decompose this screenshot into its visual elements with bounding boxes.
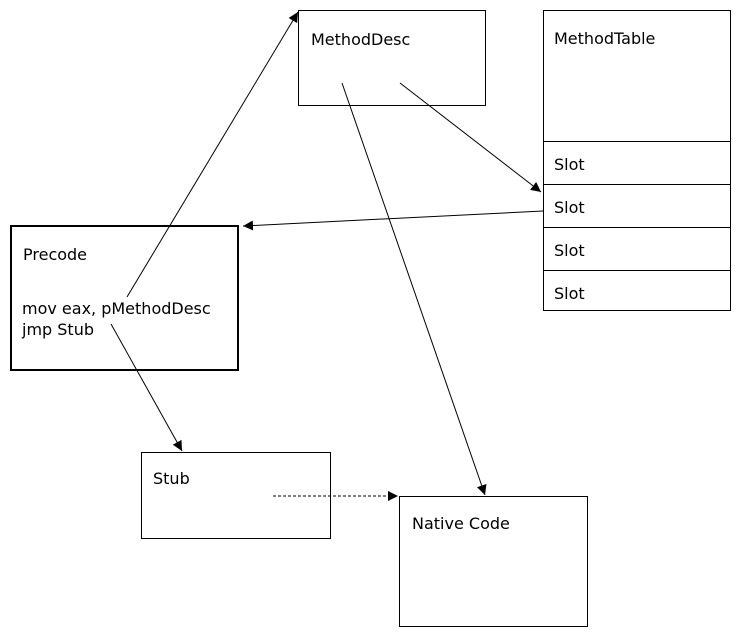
slot-label: Slot xyxy=(554,241,585,260)
method-desc-box: MethodDesc xyxy=(298,10,486,106)
slot-label: Slot xyxy=(554,284,585,303)
arrow-slot-to-precode xyxy=(242,210,544,231)
method-table-box: MethodTable Slot Slot Slot Slot xyxy=(543,10,731,311)
precode-box: Precode mov eax, pMethodDesc jmp Stub xyxy=(10,225,239,371)
precode-label: Precode xyxy=(23,245,88,264)
stub-label: Stub xyxy=(153,469,190,488)
precode-code-line: jmp Stub xyxy=(22,320,94,339)
method-table-slot: Slot xyxy=(544,270,730,311)
arrow-methoddesc-to-native-code xyxy=(341,82,487,496)
native-code-label: Native Code xyxy=(412,514,510,533)
slot-label: Slot xyxy=(554,155,585,174)
arrow-precode-to-methoddesc xyxy=(126,11,299,298)
arrow-precode-to-stub xyxy=(110,323,183,452)
method-table-slot: Slot xyxy=(544,184,730,227)
precode-code-line: mov eax, pMethodDesc xyxy=(22,299,211,318)
method-table-label: MethodTable xyxy=(554,29,656,48)
method-table-slot: Slot xyxy=(544,227,730,270)
method-table-slot: Slot xyxy=(544,141,730,184)
slot-label: Slot xyxy=(554,198,585,217)
arrow-methoddesc-to-slot xyxy=(399,82,542,193)
native-code-box: Native Code xyxy=(399,496,588,627)
method-desc-label: MethodDesc xyxy=(311,30,411,49)
stub-box: Stub xyxy=(141,452,331,539)
